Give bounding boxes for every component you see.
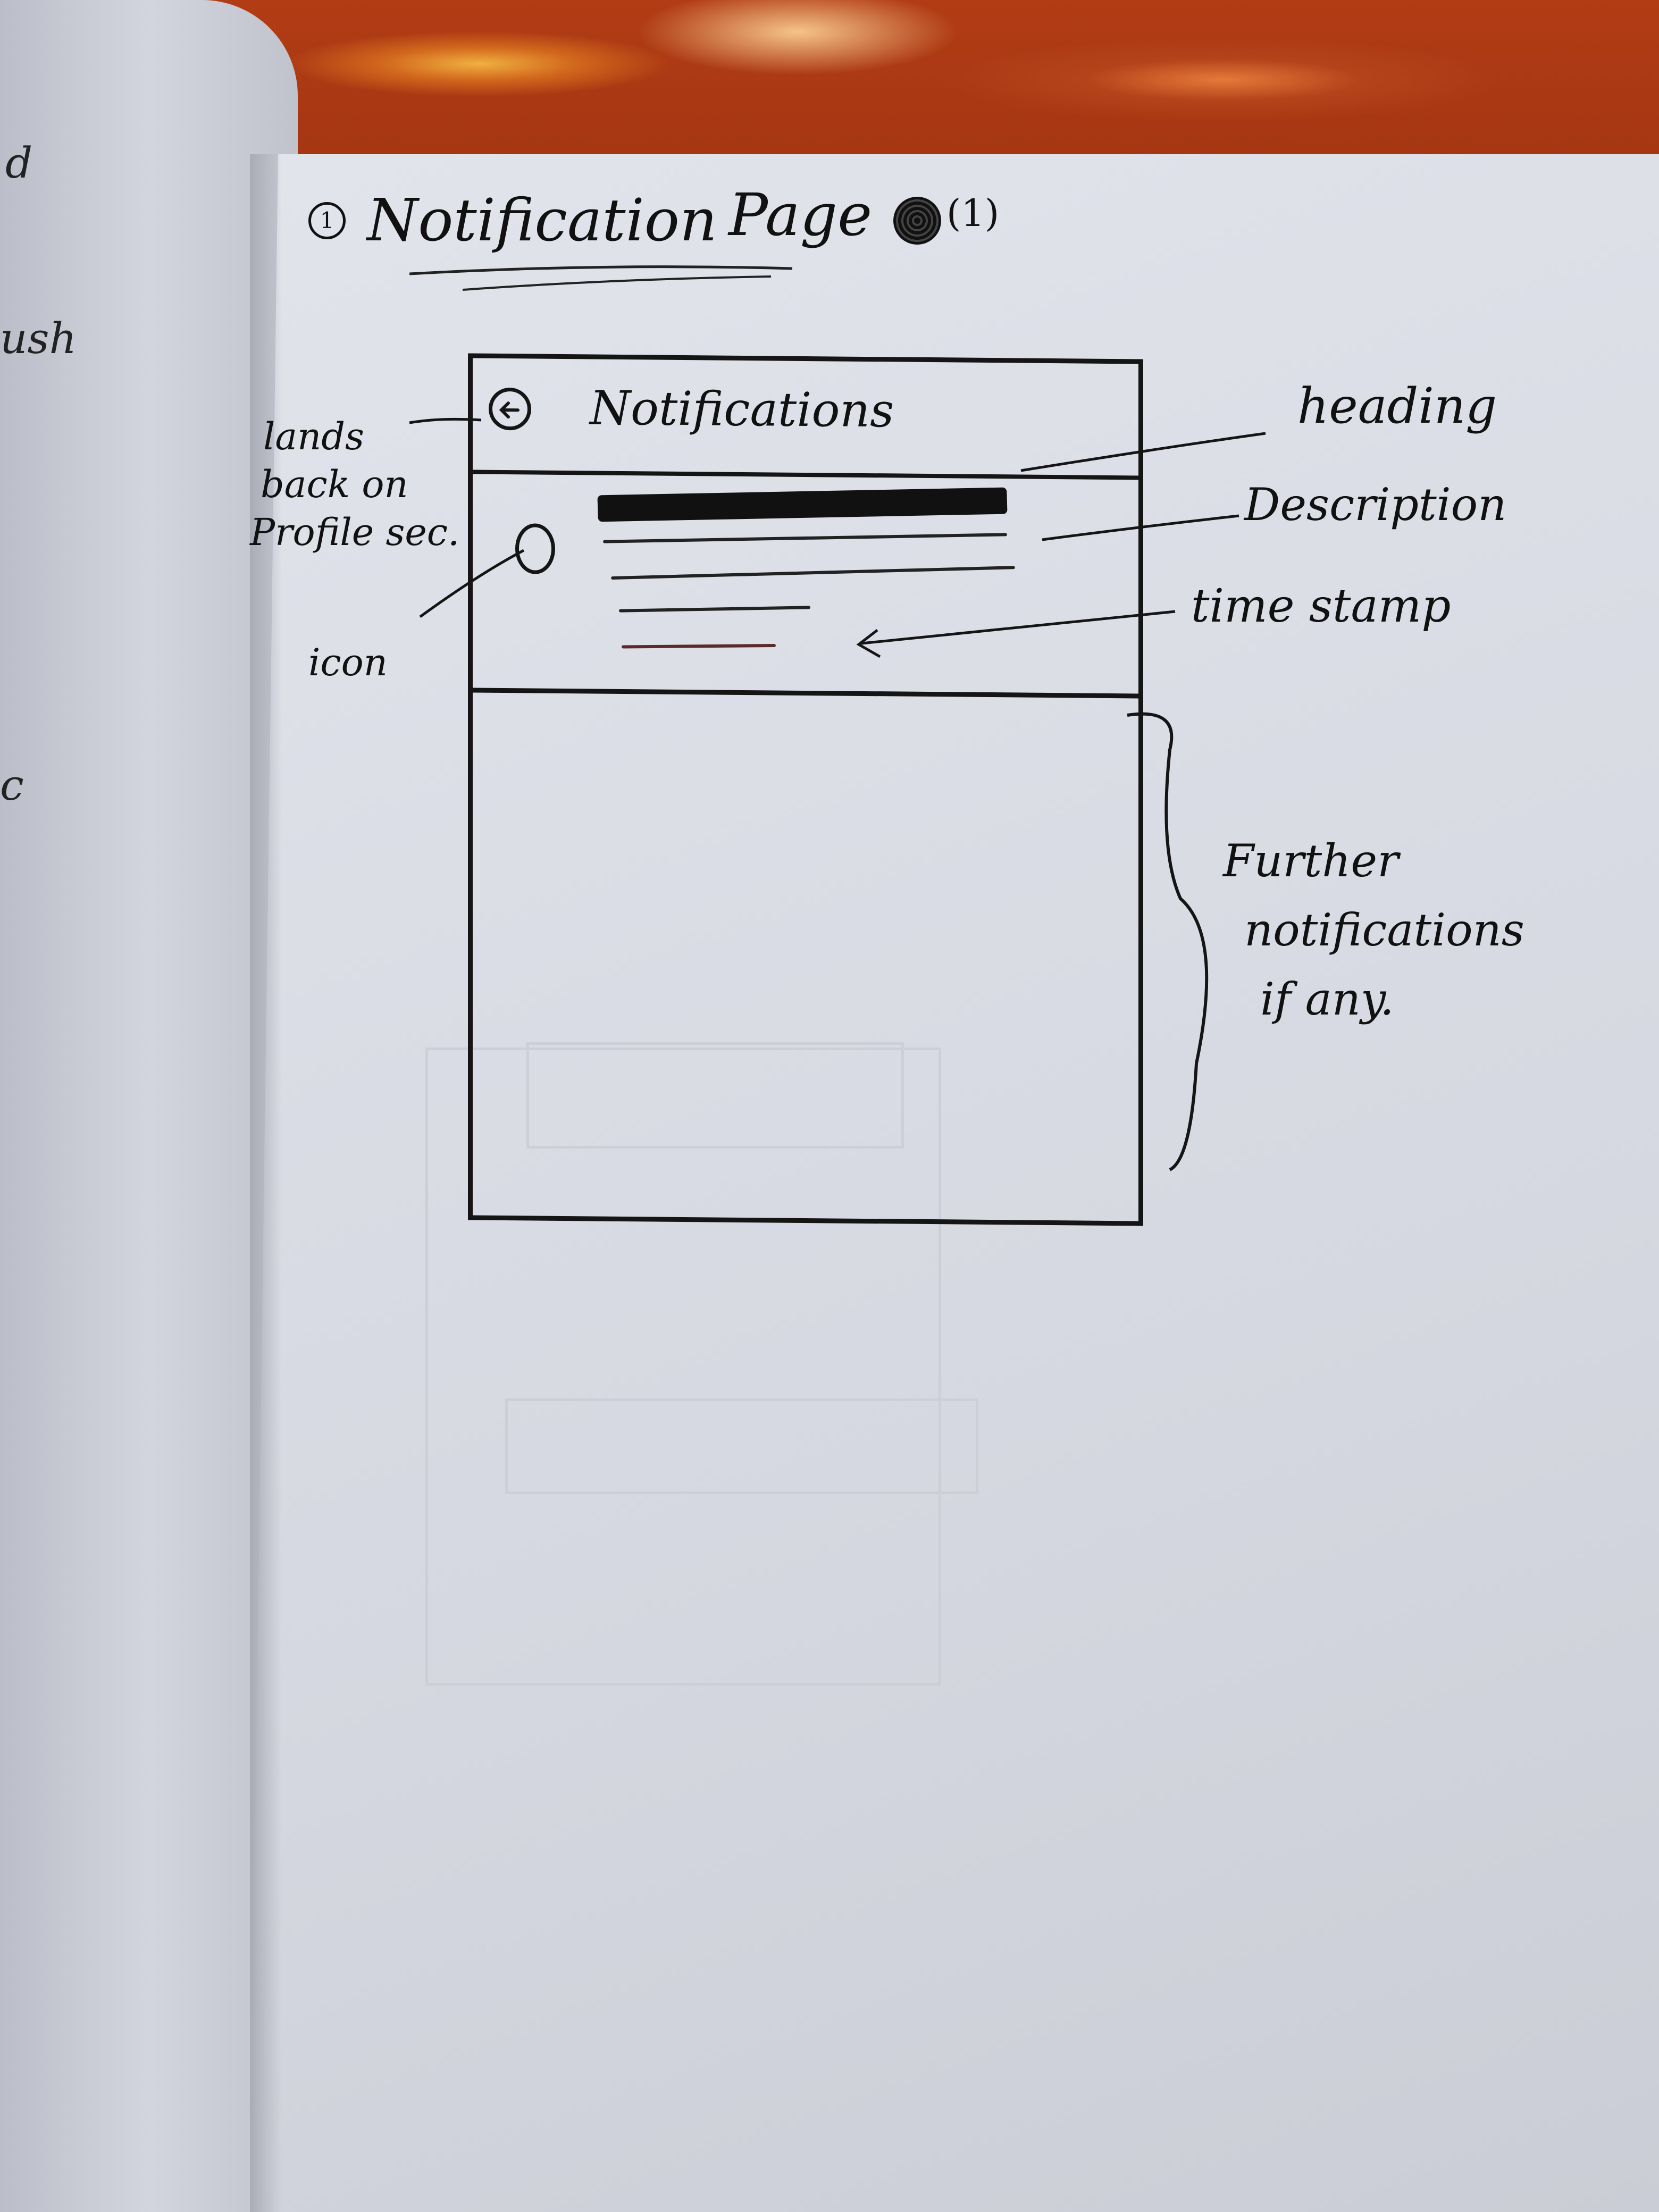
title-count: (1)	[946, 191, 1000, 235]
title-text: Notification	[367, 186, 717, 254]
back-note-line1: lands	[263, 415, 364, 458]
bleed-through-button	[505, 1398, 978, 1494]
timestamp-note: time stamp	[1191, 580, 1451, 633]
left-notebook-page: d ush c	[0, 0, 298, 2212]
notebook-spine	[250, 154, 282, 2212]
title-underline	[409, 265, 792, 291]
bleed-through-button	[526, 1042, 904, 1149]
app-header: Notifications	[473, 358, 1138, 480]
back-note-line3: Profile sec.	[250, 510, 460, 554]
left-page-fragment: ush	[0, 314, 77, 363]
further-note-line1: Further	[1223, 835, 1399, 887]
notification-screen-wireframe: Notifications	[468, 353, 1143, 1226]
title-number: 1	[308, 202, 346, 239]
icon-note: icon	[308, 641, 388, 684]
bleed-through-box	[425, 1048, 941, 1686]
scribble-icon	[893, 197, 941, 245]
left-page-fragment: d	[5, 138, 33, 188]
back-arrow-icon[interactable]	[489, 387, 531, 431]
left-page-fragment: c	[0, 760, 24, 810]
further-note-line3: if any.	[1260, 973, 1394, 1025]
back-note-line2: back on	[261, 463, 408, 506]
heading-note: heading	[1297, 378, 1497, 434]
title-page-word: Page	[728, 181, 873, 249]
description-note: Description	[1244, 479, 1507, 531]
further-note-line2: notifications	[1244, 904, 1524, 956]
